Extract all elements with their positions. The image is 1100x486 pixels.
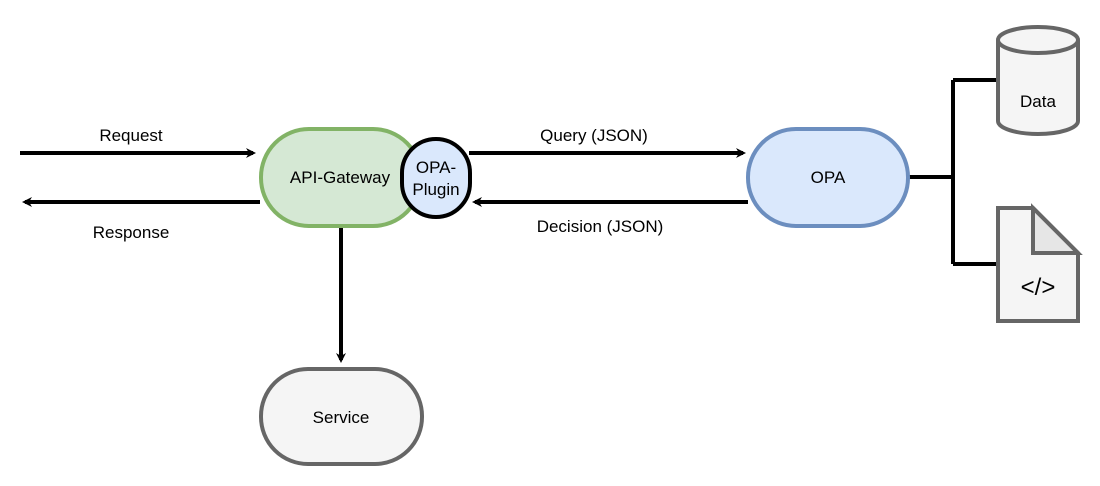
database-icon (996, 25, 1080, 136)
request-label: Request (99, 126, 163, 145)
opa-plugin-shape (400, 137, 472, 219)
data-store-label: Data (1020, 92, 1056, 111)
response-edge: Response (22, 197, 260, 242)
policy-file-node[interactable]: </> (996, 203, 1083, 323)
opa-data-connector-line (909, 78, 997, 266)
service-shape (259, 367, 424, 466)
api-gateway-label: API-Gateway (290, 168, 391, 187)
request-edge: Request (20, 126, 256, 158)
opa-data-connector (909, 78, 997, 266)
service-node[interactable]: Service (259, 367, 424, 466)
code-file-fold (1031, 203, 1083, 255)
opa-plugin-label-line2: Plugin (412, 180, 459, 199)
decision-label: Decision (JSON) (537, 217, 664, 236)
data-store-node[interactable]: Data (996, 25, 1080, 136)
response-label: Response (93, 223, 170, 242)
decision-edge: Decision (JSON) (472, 197, 748, 236)
query-edge: Query (JSON) (469, 126, 746, 158)
opa-label: OPA (811, 168, 846, 187)
api-gateway-node[interactable]: API-Gateway (259, 127, 423, 228)
policy-file-label: </> (1021, 274, 1056, 301)
opa-node[interactable]: OPA (746, 127, 910, 228)
opa-shape (746, 127, 910, 228)
opa-plugin-label-line1: OPA- (416, 158, 456, 177)
database-top-rim (996, 39, 1080, 55)
opa-plugin-node[interactable]: OPA- Plugin (400, 137, 472, 219)
service-label: Service (313, 408, 370, 427)
query-label: Query (JSON) (540, 126, 648, 145)
